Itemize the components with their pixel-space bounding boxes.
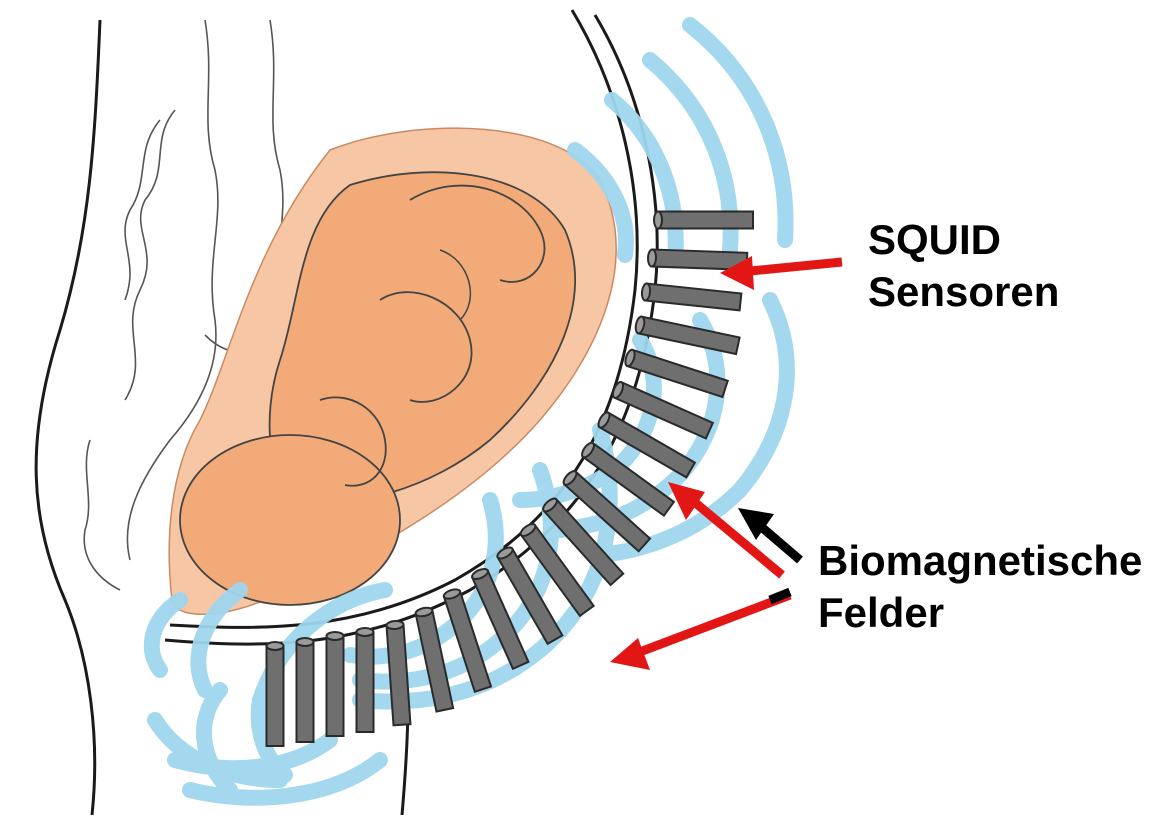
squid-sensor <box>267 642 284 746</box>
squid-sensor <box>327 632 344 736</box>
squid-sensors-label: SQUID Sensoren <box>868 214 1059 318</box>
squid-sensor <box>297 638 314 742</box>
squid-sensor <box>386 620 410 725</box>
squid-sensor <box>357 628 374 732</box>
bio-label-line1: Biomagnetische <box>818 535 1142 587</box>
squid-sensor <box>654 212 753 229</box>
squid-sensor <box>641 283 741 310</box>
biomagnetic-fields-label: Biomagnetische Felder <box>818 535 1142 639</box>
arrow-field-lower <box>632 595 790 655</box>
arrow-squid <box>740 262 842 272</box>
squid-label-line2: Sensoren <box>868 266 1059 318</box>
bio-label-line2: Felder <box>818 587 1142 639</box>
arrow-field-lower-head <box>610 638 650 670</box>
squid-label-line1: SQUID <box>868 214 1059 266</box>
